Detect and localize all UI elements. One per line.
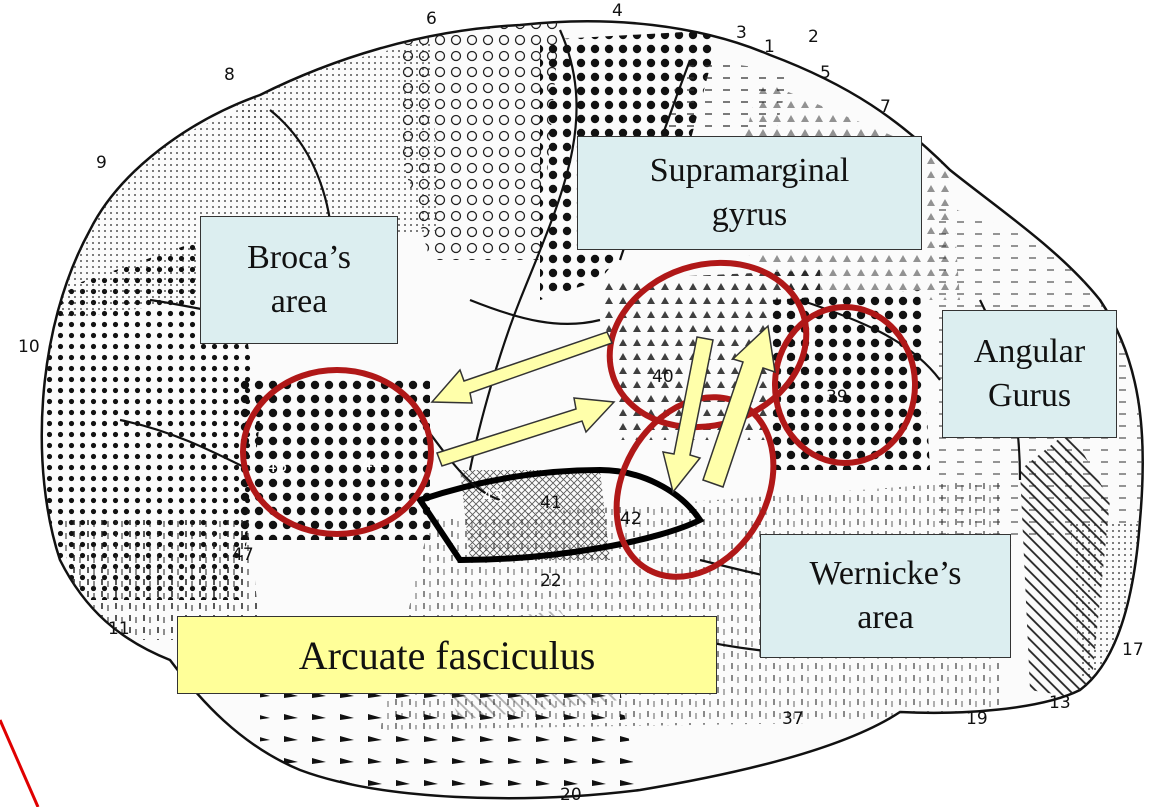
- area-number: 19: [966, 709, 988, 729]
- wernicke-label-line2: area: [857, 596, 914, 640]
- area-number: 11: [108, 619, 130, 639]
- angular-label-line1: Angular: [974, 330, 1085, 374]
- area-number: 6: [426, 9, 437, 29]
- angular-label-line2: Gurus: [988, 374, 1071, 418]
- supramarginal-label-line2: gyrus: [712, 193, 788, 237]
- area-number: 7: [880, 97, 891, 117]
- inner-number: 40: [652, 367, 674, 387]
- pointer-line: [0, 720, 38, 807]
- broca-label: Broca’s area: [200, 216, 398, 344]
- wernicke-label: Wernicke’s area: [760, 534, 1011, 658]
- inner-number: 41: [540, 493, 562, 513]
- inner-number: 45: [266, 457, 288, 477]
- area-number: 3: [736, 23, 747, 43]
- area-number: 5: [820, 63, 831, 83]
- area-number: 10: [18, 337, 40, 357]
- area-number: 1: [764, 37, 775, 57]
- inner-number: 39: [826, 387, 848, 407]
- area-number: 2: [808, 27, 819, 47]
- area-number: 13: [1049, 693, 1071, 713]
- inner-number: 42: [620, 509, 642, 529]
- inner-number: 22: [540, 571, 562, 591]
- supramarginal-label-line1: Supramarginal: [650, 149, 850, 193]
- broca-label-line2: area: [271, 280, 328, 324]
- area-number: 20: [560, 785, 582, 805]
- area-number: 37: [782, 709, 804, 729]
- area-number: 17: [1122, 640, 1144, 660]
- inner-number: 44: [362, 455, 384, 475]
- area-number: 4: [612, 1, 623, 21]
- area-number: 9: [96, 153, 107, 173]
- wernicke-label-line1: Wernicke’s: [809, 552, 961, 596]
- supramarginal-label: Supramarginal gyrus: [577, 136, 922, 250]
- inner-number: 47: [232, 545, 254, 565]
- inner-number: 43: [482, 487, 504, 507]
- area-number: 8: [224, 65, 235, 85]
- broca-label-line1: Broca’s: [247, 236, 351, 280]
- angular-label: Angular Gurus: [942, 310, 1117, 438]
- arcuate-label: Arcuate fasciculus: [177, 616, 717, 694]
